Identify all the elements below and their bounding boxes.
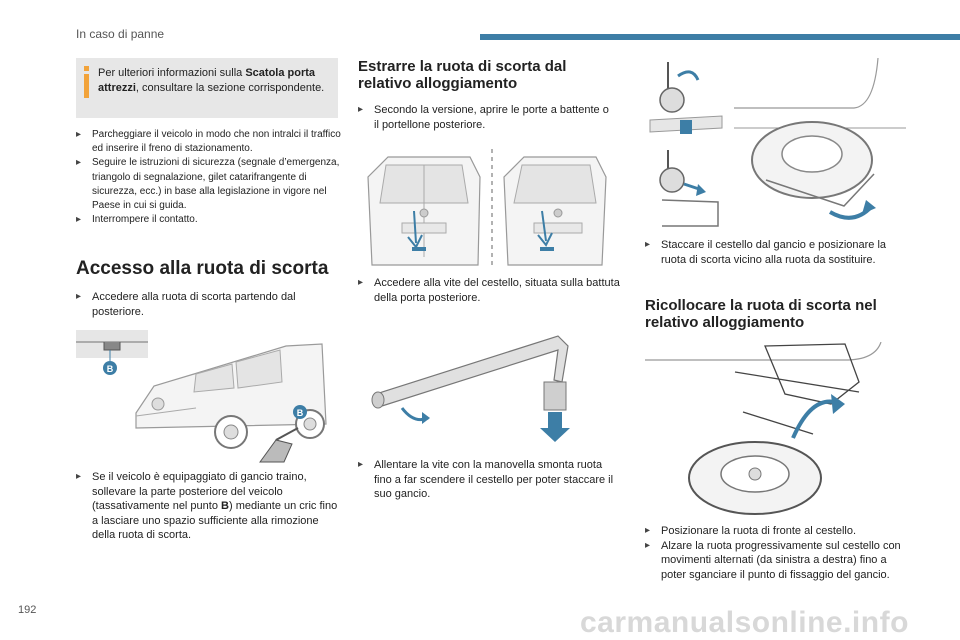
list-item: Se il veicolo è equipaggiato di gancio t… [76, 470, 341, 543]
hook-detail-top [648, 56, 724, 134]
point-b-label: B [297, 408, 304, 418]
list-item: Parcheggiare il veicolo in modo che non … [76, 128, 346, 156]
access-step2: Se il veicolo è equipaggiato di gancio t… [76, 470, 341, 543]
hook-detail-bottom [648, 146, 724, 230]
point-b-marker [293, 405, 307, 419]
info-box: Per ulteriori informazioni sulla Scatola… [76, 58, 338, 118]
point-b-marker-inset [103, 361, 117, 375]
section-title: In caso di panne [76, 27, 165, 41]
point-b-label-inset: B [107, 364, 114, 374]
header-accent-bar [480, 34, 960, 40]
watermark: carmanualsonline.info [580, 606, 909, 639]
list-item: Accedere alla vite del cestello, situata… [358, 276, 620, 305]
list-item: Allentare la vite con la manovella smont… [358, 458, 620, 502]
list-item: Secondo la versione, aprire le porte a b… [358, 103, 613, 132]
wheel-lowered-illustration [734, 56, 906, 230]
list-item: Posizionare la ruota di fronte al cestel… [645, 524, 907, 539]
refit-steps-list: Posizionare la ruota di fronte al cestel… [645, 524, 907, 582]
rear-doors-illustration [358, 147, 620, 270]
list-item: Staccare il cestello dal gancio e posizi… [645, 238, 907, 267]
access-heading: Accesso alla ruota di scorta [76, 258, 329, 279]
crank-tool-illustration [358, 330, 620, 450]
extract-step3: Allentare la vite con la manovella smont… [358, 458, 620, 502]
wheel-refit-illustration [645, 342, 907, 518]
extract-step1: Secondo la versione, aprire le porte a b… [358, 103, 613, 132]
info-icon [84, 66, 90, 106]
extract-step4: Staccare il cestello dal gancio e posizi… [645, 238, 907, 267]
info-text: Per ulteriori informazioni sulla Scatola… [98, 67, 325, 94]
list-item: Alzare la ruota progressivamente sul ces… [645, 539, 907, 583]
refit-heading: Ricollocare la ruota di scorta nel relat… [645, 297, 877, 331]
list-item: Accedere alla ruota di scorta partendo d… [76, 290, 341, 319]
extract-heading: Estrarre la ruota di scorta dal relativo… [358, 58, 567, 92]
page-number: 192 [18, 604, 37, 616]
access-step1: Accedere alla ruota di scorta partendo d… [76, 290, 341, 319]
list-item: Interrompere il contatto. [76, 213, 346, 227]
extract-step2: Accedere alla vite del cestello, situata… [358, 276, 620, 305]
van-side-illustration: B B [76, 328, 338, 468]
list-item: Seguire le istruzioni di sicurezza (segn… [76, 156, 346, 213]
intro-steps-list: Parcheggiare il veicolo in modo che non … [76, 128, 346, 228]
